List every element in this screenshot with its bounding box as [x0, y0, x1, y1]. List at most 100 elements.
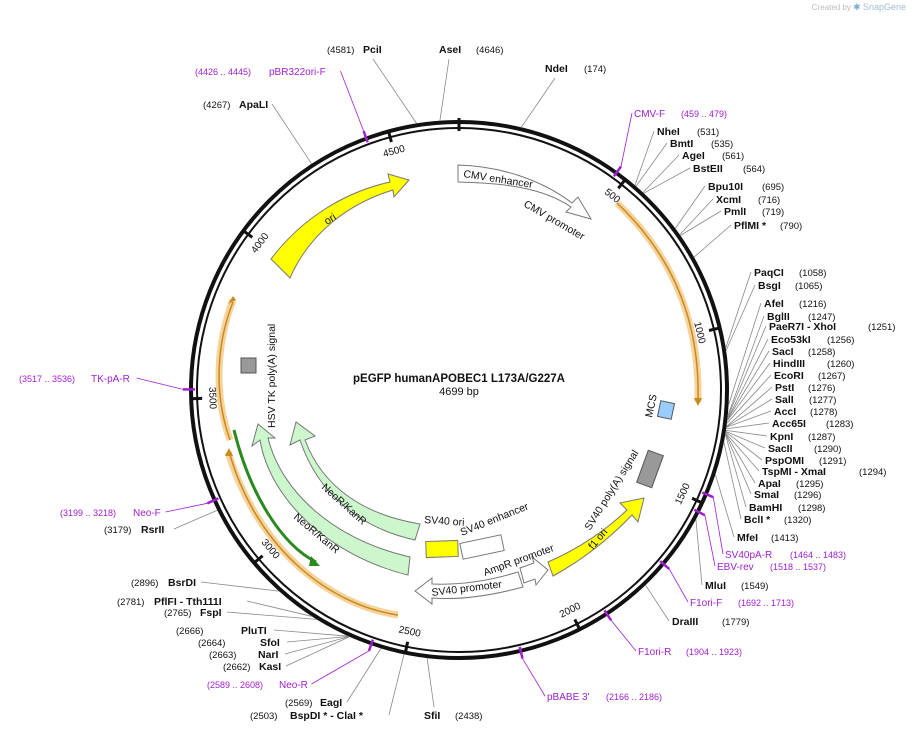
enzyme-name[interactable]: FspI [200, 607, 222, 619]
enzyme-position: (790) [780, 221, 802, 232]
enzyme-name[interactable]: EcoRI [774, 370, 804, 382]
enzyme-name[interactable]: ApaLI [239, 99, 268, 111]
enzyme-name[interactable]: NarI [258, 649, 279, 661]
primer-name[interactable]: Neo-R [279, 680, 308, 691]
enzyme-name[interactable]: NdeI [545, 63, 568, 75]
feature-hsv-tk-box[interactable] [240, 357, 257, 374]
enzyme-name[interactable]: HindIII [773, 358, 805, 370]
enzyme-leader-line [226, 611, 317, 620]
enzyme-position: (561) [722, 151, 744, 162]
enzyme-name[interactable]: TspMI - XmaI [762, 466, 826, 478]
primer-leader-line [340, 70, 364, 132]
enzyme-leader-line [727, 325, 767, 418]
enzyme-leader-line [286, 636, 349, 643]
enzyme-name[interactable]: AseI [439, 44, 461, 56]
enzyme-position: (1256) [827, 335, 854, 346]
enzyme-name[interactable]: PspOMI [765, 455, 804, 467]
feature-cds-orange-arc[interactable] [614, 200, 702, 403]
enzyme-name[interactable]: AfeI [764, 298, 784, 310]
feature-sv40-enhancer-box[interactable] [459, 534, 505, 560]
enzyme-name[interactable]: PflFI - Tth111I [154, 596, 222, 608]
feature-label-hsv-tk: HSV TK poly(A) signal [266, 324, 278, 428]
enzyme-name[interactable]: SfoI [260, 637, 280, 649]
enzyme-name[interactable]: DraIII [672, 616, 698, 628]
feature-cmv-enhancer-arrow[interactable] [457, 164, 593, 220]
primer-name[interactable]: CMV-F [634, 109, 665, 120]
primer-name[interactable]: pBR322ori-F [269, 67, 326, 78]
primer-leader-line [668, 568, 689, 603]
primer-range: (2166 .. 2186) [606, 692, 662, 702]
enzyme-name[interactable]: SfiI [424, 710, 440, 722]
feature-sv40-promoter-arrow[interactable] [414, 571, 524, 606]
enzyme-position: (1320) [784, 515, 811, 526]
enzyme-name[interactable]: BstEII [693, 163, 723, 175]
enzyme-name[interactable]: KasI [259, 661, 281, 673]
enzyme-name[interactable]: PflMI * [734, 220, 767, 232]
enzyme-position: (1295) [796, 479, 823, 490]
feature-mcs-box[interactable] [656, 400, 676, 420]
enzyme-name[interactable]: RsrII [141, 524, 164, 536]
enzyme-name[interactable]: BspDI * - ClaI * [290, 710, 364, 722]
feature-ampr-promoter-arrow[interactable] [519, 555, 549, 587]
enzyme-leader-line [643, 167, 691, 194]
primer-site-mark [518, 646, 524, 659]
enzyme-position: (2663) [209, 650, 236, 661]
primer-name[interactable]: EBV-rev [717, 562, 754, 573]
enzyme-name[interactable]: SalI [775, 394, 794, 406]
enzyme-leader-line [723, 442, 742, 520]
enzyme-name[interactable]: BmtI [670, 138, 693, 150]
enzyme-name[interactable]: SacI [772, 346, 794, 358]
plasmid-size: 4699 bp [439, 386, 479, 398]
enzyme-name[interactable]: PluTI [241, 625, 267, 637]
primer-site-mark [206, 497, 219, 505]
enzyme-labels: NdeI(174)NheI(531)BmtI(535)AgeI(561)BstE… [104, 44, 895, 722]
enzyme-name[interactable]: SmaI [754, 489, 779, 501]
feature-f1-ori-arrow[interactable] [547, 497, 645, 577]
enzyme-name[interactable]: PmlI [724, 206, 746, 218]
primer-name[interactable]: TK-pA-R [91, 374, 130, 385]
enzyme-leader-line [715, 474, 735, 538]
enzyme-name[interactable]: SacII [768, 443, 793, 455]
enzyme-name[interactable]: MluI [705, 580, 726, 592]
feature-sv40-polya-box[interactable] [636, 449, 664, 489]
enzyme-name[interactable]: EagI [320, 697, 342, 709]
enzyme-name[interactable]: Eco53kI [771, 334, 811, 346]
feature-neor-outer-arrow[interactable] [251, 423, 411, 576]
enzyme-name[interactable]: PaqCI [754, 267, 784, 279]
primer-leader-line [522, 658, 546, 697]
enzyme-leader-line [645, 584, 670, 622]
enzyme-name[interactable]: BsgI [758, 280, 781, 292]
enzyme-name[interactable]: BsrDI [168, 577, 196, 589]
enzyme-name[interactable]: ApaI [758, 478, 781, 490]
enzyme-position: (2569) [285, 698, 312, 709]
primer-range: (3199 .. 3218) [60, 508, 116, 518]
feature-neor-inner-arrow[interactable] [289, 421, 421, 541]
enzyme-leader-line [439, 58, 450, 121]
primer-name[interactable]: F1ori-F [690, 598, 722, 609]
enzyme-position: (1291) [819, 456, 846, 467]
enzyme-position: (716) [758, 195, 780, 206]
enzyme-name[interactable]: BamHI [749, 502, 782, 514]
enzyme-position: (695) [762, 182, 784, 193]
feature-sv40-ori-box[interactable] [425, 539, 459, 559]
enzyme-name[interactable]: Bpu10I [708, 181, 743, 193]
enzyme-name[interactable]: KpnI [770, 431, 793, 443]
primer-name[interactable]: Neo-F [133, 508, 161, 519]
enzyme-name[interactable]: AccI [774, 406, 796, 418]
enzyme-name[interactable]: AgeI [682, 150, 705, 162]
enzyme-leader-line [726, 362, 771, 421]
enzyme-leader-line [725, 430, 768, 437]
enzyme-name[interactable]: BclI * [744, 514, 771, 526]
enzyme-name[interactable]: Acc65I [772, 418, 806, 430]
primer-name[interactable]: F1ori-R [638, 647, 671, 658]
enzyme-name[interactable]: PstI [775, 382, 794, 394]
enzyme-name[interactable]: BglII [767, 311, 790, 323]
feature-ori-arrow[interactable] [270, 173, 410, 279]
enzyme-name[interactable]: MfeI [737, 532, 758, 544]
enzyme-name[interactable]: XcmI [716, 194, 741, 206]
enzyme-name[interactable]: PaeR7I - XhoI [769, 321, 836, 333]
enzyme-name[interactable]: NheI [657, 126, 680, 138]
primer-name[interactable]: pBABE 3' [547, 692, 590, 703]
enzyme-name[interactable]: PciI [363, 44, 382, 56]
primer-name[interactable]: SV40pA-R [725, 550, 772, 561]
